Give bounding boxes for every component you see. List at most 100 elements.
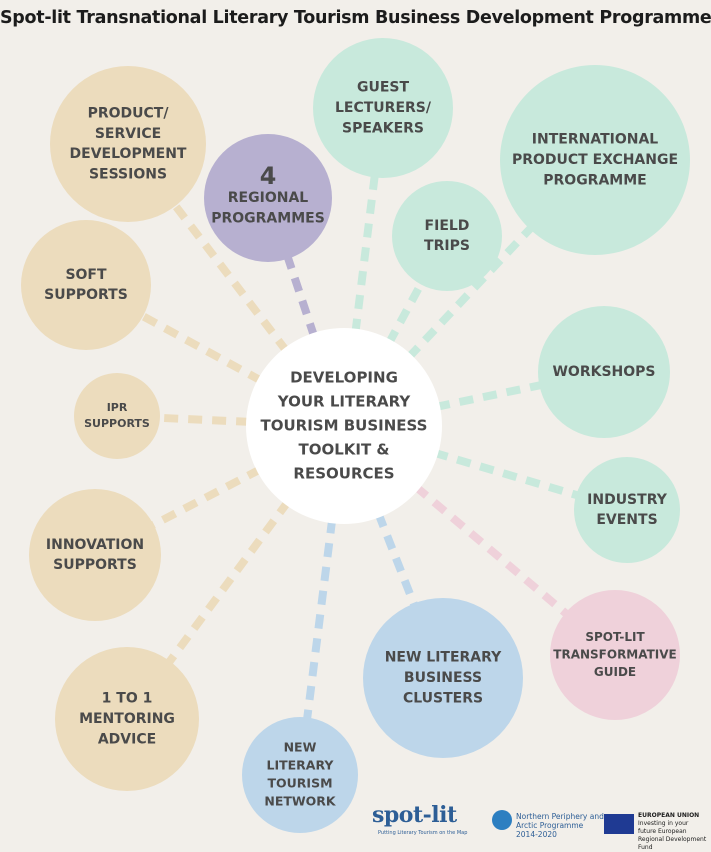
eu-name: EUROPEAN UNION <box>638 812 700 819</box>
node-label: SUPPORTS <box>84 417 150 430</box>
connector-guest-lecturers <box>351 173 379 334</box>
node-guest-lecturers: GUEST LECTURERS/SPEAKERS <box>313 38 453 178</box>
center-label-line: YOUR LITERARY <box>277 393 412 411</box>
center-circle <box>246 328 442 524</box>
node-label: CLUSTERS <box>403 690 483 706</box>
node-circle-workshops <box>538 306 670 438</box>
node-circle-international-exchange <box>500 65 690 255</box>
node-label: 1 TO 1 <box>102 691 153 707</box>
node-label: TRANSFORMATIVE <box>553 648 676 662</box>
node-label: INNOVATION <box>46 537 144 553</box>
node-label: TOURISM <box>267 776 332 791</box>
node-workshops: WORKSHOPS <box>538 306 670 438</box>
node-circle-mentoring-advice <box>55 647 199 791</box>
node-circle-regional-programmes <box>204 134 332 262</box>
node-circle-guest-lecturers <box>313 38 453 178</box>
node-mentoring-advice: 1 TO 1 MENTORING ADVICE <box>55 647 199 791</box>
node-label: 4 <box>260 162 277 190</box>
node-industry-events: INDUSTRY EVENTS <box>574 457 680 563</box>
node-label: SPOT-LIT <box>585 630 645 644</box>
connector-soft-supports <box>137 310 264 385</box>
node-label: TRIPS <box>424 238 470 254</box>
npa-logo: Northern Periphery and Arctic Programme … <box>516 812 616 839</box>
node-label: WORKSHOPS <box>552 364 655 380</box>
connector-mentoring-advice <box>164 499 292 667</box>
node-label: PRODUCT EXCHANGE <box>512 152 678 168</box>
footer-logos: spot-lit Putting Literary Tourism on the… <box>372 800 707 851</box>
node-circle-product-service <box>50 66 206 222</box>
node-label: PROGRAMMES <box>211 210 325 226</box>
node-circle-soft-supports <box>21 220 151 350</box>
connector-international-exchange <box>405 223 536 361</box>
node-business-clusters: NEW LITERARY BUSINESS CLUSTERS <box>363 598 523 758</box>
npa-logo-mark <box>492 810 512 830</box>
node-label: INDUSTRY <box>587 492 668 508</box>
eu-logo: EUROPEAN UNION Investing in your future … <box>638 812 708 852</box>
node-soft-supports: SOFT SUPPORTS <box>21 220 151 350</box>
connector-business-clusters <box>374 512 419 609</box>
eu-flag-icon <box>604 814 634 834</box>
node-label: FIELD <box>425 218 470 234</box>
connector-industry-events <box>432 448 582 500</box>
node-label: SESSIONS <box>89 166 167 182</box>
node-label: BUSINESS <box>404 670 482 686</box>
node-product-service: PRODUCT/SERVICE DEVELOPMENT SESSIONS <box>50 66 206 222</box>
node-innovation-supports: INNOVATION SUPPORTS <box>29 489 161 621</box>
node-label: IPR <box>107 401 128 414</box>
node-label: ADVICE <box>98 731 156 747</box>
connector-innovation-supports <box>148 465 263 531</box>
node-circle-ipr-supports <box>74 373 160 459</box>
node-label: SPEAKERS <box>342 120 424 136</box>
node-label: REGIONAL <box>228 190 308 206</box>
node-circle-innovation-supports <box>29 489 161 621</box>
connectors <box>137 173 582 722</box>
node-circle-industry-events <box>574 457 680 563</box>
center-label-line: TOURISM BUSINESS <box>261 417 428 435</box>
node-tourism-network: NEW LITERARY TOURISM NETWORK <box>242 717 358 833</box>
eu-tagline: Investing in your future European Region… <box>638 820 707 851</box>
node-circle-business-clusters <box>363 598 523 758</box>
node-label: SERVICE <box>95 126 161 142</box>
connector-workshops <box>435 380 545 411</box>
center-label-line: TOOLKIT & <box>298 441 389 459</box>
node-label: SOFT <box>65 267 107 283</box>
node-label: INTERNATIONAL <box>532 132 658 148</box>
node-label: MENTORING <box>79 711 175 727</box>
node-label: NEW LITERARY <box>385 650 502 666</box>
node-label: GUEST <box>357 80 410 96</box>
connector-regional-programmes <box>283 253 319 339</box>
connector-product-service <box>169 200 290 354</box>
connector-transformative-guide <box>413 483 571 619</box>
center-label-line: DEVELOPING <box>290 369 398 387</box>
npa-years: 2014-2020 <box>516 830 557 839</box>
node-label: DEVELOPMENT <box>70 146 187 162</box>
spotlit-tagline: Putting Literary Tourism on the Map <box>378 830 468 836</box>
connector-field-trips <box>385 278 427 346</box>
node-label: LITERARY <box>267 757 335 772</box>
node-circle-field-trips <box>392 181 502 291</box>
connector-tourism-network <box>302 518 337 722</box>
node-label: SUPPORTS <box>44 287 128 303</box>
spotlit-logo: spot-lit <box>372 802 457 828</box>
node-label: GUIDE <box>594 665 636 679</box>
node-label: PROGRAMME <box>543 172 646 188</box>
npa-name: Northern Periphery and Arctic Programme <box>516 812 604 830</box>
center-node: DEVELOPING YOUR LITERARY TOURISM BUSINESS T… <box>246 328 442 524</box>
connector-ipr-supports <box>155 413 251 426</box>
node-ipr-supports: IPR SUPPORTS <box>74 373 160 459</box>
node-circle-transformative-guide <box>550 590 680 720</box>
node-field-trips: FIELD TRIPS <box>392 181 502 291</box>
node-label: PRODUCT/ <box>88 106 170 122</box>
center-label-line: RESOURCES <box>293 465 394 483</box>
node-label: LECTURERS/ <box>335 100 432 116</box>
node-international-exchange: INTERNATIONAL PRODUCT EXCHANGE PROGRAMME <box>500 65 690 255</box>
node-label: NETWORK <box>264 794 337 809</box>
node-label: NEW <box>284 739 317 754</box>
node-label: SUPPORTS <box>53 557 137 573</box>
nodes: PRODUCT/SERVICE DEVELOPMENT SESSIONS 4REGIO… <box>21 38 690 833</box>
node-label: EVENTS <box>596 512 657 528</box>
page-title: Spot-lit Transnational Literary Tourism … <box>0 8 711 28</box>
node-transformative-guide: SPOT-LIT TRANSFORMATIVE GUIDE <box>550 590 680 720</box>
